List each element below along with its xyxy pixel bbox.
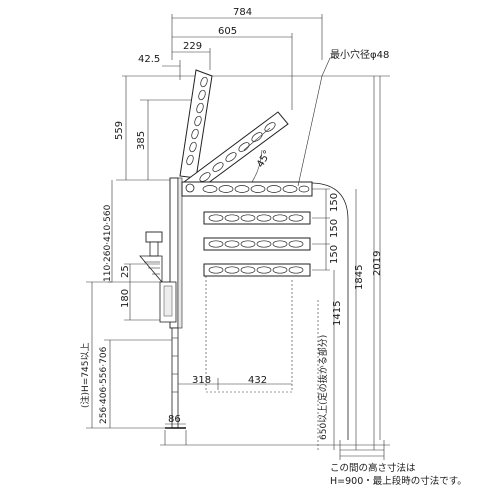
dim-150-b: 150 bbox=[329, 219, 340, 238]
right-pitch-dimensions: 150 150 150 bbox=[312, 188, 340, 271]
dim-432: 432 bbox=[248, 375, 267, 386]
note-line-1: この間の高さ寸法は bbox=[330, 463, 416, 474]
post-note: (注)H=745以上 bbox=[79, 342, 91, 408]
dim-bracket-range: 110·260·410·560 bbox=[103, 204, 113, 282]
dim-559: 559 bbox=[114, 121, 125, 140]
dim-784: 784 bbox=[233, 7, 252, 18]
dim-1415: 1415 bbox=[332, 301, 343, 326]
lower-arm-1 bbox=[203, 211, 311, 225]
min-hole-label: 最小穴径φ48 bbox=[330, 48, 389, 61]
upper-vertical-arm bbox=[179, 69, 213, 179]
dim-25: 25 bbox=[120, 265, 131, 278]
dim-180: 180 bbox=[120, 289, 131, 308]
leg-note: 650以上(足の抜かる部分) bbox=[317, 335, 329, 440]
side-bracket bbox=[139, 231, 163, 284]
bottom-dimensions: 318 432 86 bbox=[165, 375, 292, 425]
dim-1845: 1845 bbox=[354, 265, 365, 290]
dim-post-range: 256·406·556·706 bbox=[99, 346, 109, 424]
dim-385: 385 bbox=[136, 131, 147, 150]
main-post bbox=[164, 177, 187, 445]
dim-86: 86 bbox=[168, 414, 181, 425]
angle-label: 45° bbox=[255, 149, 273, 170]
right-height-dimensions: 1845 2019 1415 650以上(足の抜かる部分) bbox=[317, 76, 384, 451]
dim-318: 318 bbox=[192, 375, 211, 386]
left-upper-dimensions: 559 385 bbox=[114, 76, 200, 181]
dim-229: 229 bbox=[183, 41, 202, 52]
dim-2019: 2019 bbox=[372, 251, 383, 276]
diagonal-arm bbox=[183, 111, 289, 193]
post-dimensions: (注)H=745以上 256·406·556·706 bbox=[79, 281, 172, 429]
dim-42-5: 42.5 bbox=[138, 54, 160, 65]
bottom-note: この間の高さ寸法は H=900・最上段時の寸法です。 bbox=[330, 462, 467, 488]
lower-arm-3 bbox=[203, 263, 311, 277]
dim-605: 605 bbox=[218, 26, 237, 37]
top-horizontal-arm bbox=[181, 181, 313, 197]
lower-arm-2 bbox=[203, 237, 311, 251]
note-line-2: H=900・最上段時の寸法です。 bbox=[330, 476, 467, 487]
dim-150-c: 150 bbox=[329, 245, 340, 264]
top-dimensions: 784 605 229 42.5 bbox=[138, 7, 323, 110]
dim-150-a: 150 bbox=[329, 193, 340, 212]
